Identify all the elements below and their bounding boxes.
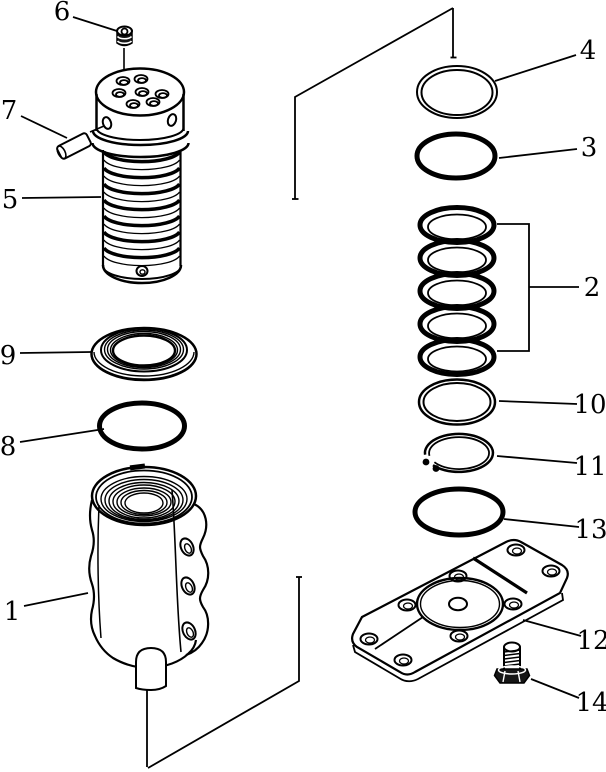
leader-line-part-8 [19,428,105,443]
leader-line-part-13 [503,518,580,528]
leader-line-part-9 [19,351,92,354]
part-number-label-6: 6 [54,0,71,27]
snap-ring-part-11 [422,432,495,474]
part-number-label-4: 4 [580,36,597,66]
seal-ring-stack-part-2 [417,205,497,377]
part-number-label-12: 12 [576,626,606,656]
part-number-label-13: 13 [574,515,606,545]
part-number-label-7: 7 [1,96,18,126]
bolt-part-14 [493,641,531,684]
o-ring-part-3 [414,131,498,181]
leader-line-part-4 [494,54,577,82]
seal-retainer-part-9 [90,326,198,382]
part-number-label-14: 14 [575,688,606,718]
leader-line-part-7 [20,115,68,139]
leader-line-part-10 [498,400,578,405]
leader-line-part-1 [23,592,89,607]
part-number-label-2: 2 [584,273,601,303]
o-ring-part-8 [97,400,187,452]
leader-line-part-3 [498,148,578,159]
o-ring-part-13 [412,486,506,538]
leader-line-part-11 [496,455,578,464]
housing-part-1 [88,463,210,692]
part-number-label-8: 8 [0,432,16,462]
part-number-label-5: 5 [2,185,19,215]
rotor-part-5 [91,67,190,285]
leader-line-part-2 [497,223,530,352]
fold-reference-lines [146,7,457,769]
part-number-label-3: 3 [581,133,598,163]
backup-ring-part-4 [416,65,498,119]
leader-line-part-14 [530,678,580,699]
cover-plate-part-12 [351,538,569,683]
ring-part-10 [417,378,497,426]
part-number-label-9: 9 [0,341,16,371]
part-number-label-1: 1 [4,597,21,627]
part-number-label-11: 11 [573,452,606,482]
leader-line-part-12 [522,619,582,637]
plug-part-6 [116,25,133,71]
leader-line-part-5 [21,196,102,199]
leader-line-part-6 [72,16,118,32]
part-number-label-10: 10 [573,390,606,420]
